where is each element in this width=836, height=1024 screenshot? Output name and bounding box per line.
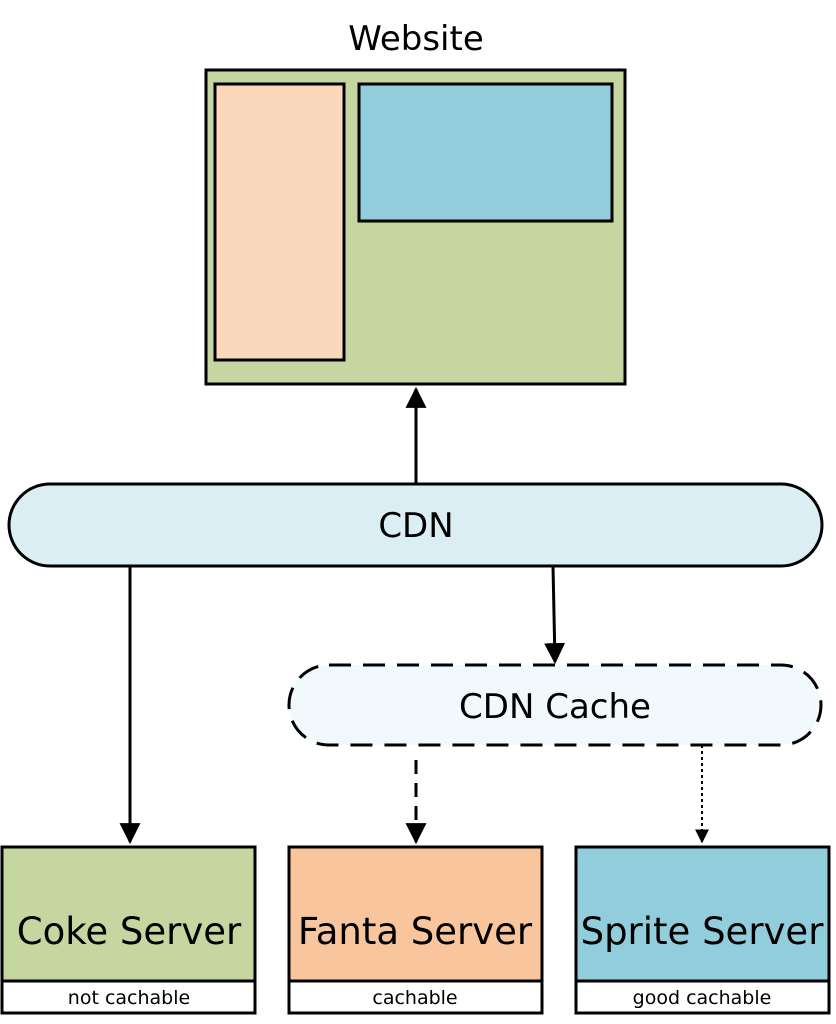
fanta-server: Fanta Server cachable (287, 845, 544, 1015)
coke-server-caption: not cachable (68, 987, 190, 1009)
website-title: Website (348, 19, 484, 59)
sprite-server-box (574, 845, 831, 983)
fanta-server-caption-box (287, 979, 544, 1015)
sprite-server-caption: good cachable (633, 987, 772, 1009)
cdn-cache-pill (287, 663, 823, 747)
cdn-label: CDN (378, 506, 453, 546)
fanta-server-name: Fanta Server (298, 910, 533, 953)
cdn-cache-label: CDN Cache (459, 687, 651, 727)
coke-server-caption-box (0, 979, 257, 1015)
coke-server-name: Coke Server (17, 910, 242, 953)
website-left-panel (213, 82, 346, 362)
sprite-server-name: Sprite Server (581, 910, 825, 953)
website-right-panel (357, 82, 614, 223)
sprite-server-caption-box (574, 979, 831, 1015)
cdn-pill (7, 482, 824, 568)
arrow-cdn-to-cache (544, 565, 566, 665)
fanta-server-caption: cachable (372, 987, 457, 1009)
coke-server: Coke Server not cachable (0, 845, 257, 1015)
sprite-server: Sprite Server good cachable (574, 845, 831, 1015)
